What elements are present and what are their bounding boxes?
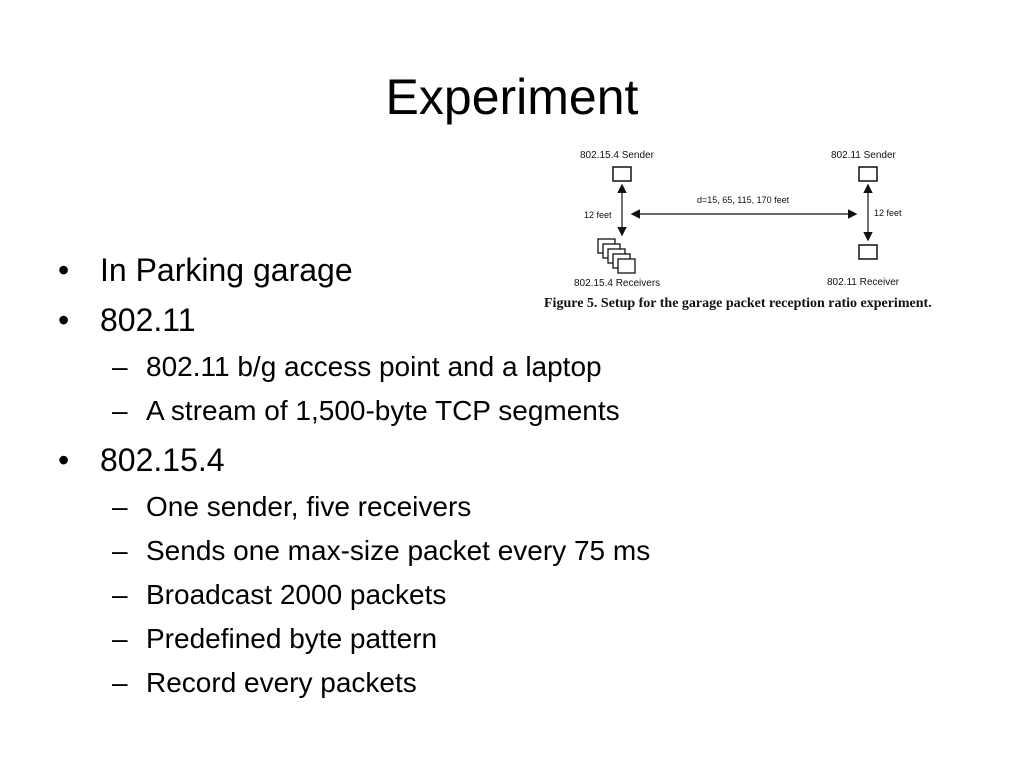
receivers-154-stack (597, 238, 636, 274)
setup-diagram (597, 166, 878, 274)
receiver-11-label: 802.11 Receiver (827, 277, 900, 288)
sub-bullet-item: – Broadcast 2000 packets (56, 573, 650, 617)
sub-bullet-item: – Predefined byte pattern (56, 617, 650, 661)
sub-bullet-text: Record every packets (146, 667, 417, 698)
sub-bullet-item: – One sender, five receivers (56, 485, 650, 529)
sub-bullet-text: One sender, five receivers (146, 491, 472, 522)
distance-label: d=15, 65, 115, 170 feet (697, 195, 790, 205)
bullet-dot: • (58, 252, 70, 288)
sub-bullet-item: – A stream of 1,500-byte TCP segments (56, 389, 650, 433)
sub-bullet-text: Predefined byte pattern (146, 623, 438, 654)
bullet-text: 802.11 (100, 302, 196, 338)
sub-list-container: – 802.11 b/g access point and a laptop –… (56, 345, 650, 433)
bullet-list: • In Parking garage • 802.11 – 802.11 b/… (56, 245, 650, 707)
sub-bullet-dash: – (112, 579, 128, 610)
bullet-item: • 802.15.4 (56, 435, 650, 485)
sub-bullet-text: 802.11 b/g access point and a laptop (146, 351, 602, 382)
bullet-dot: • (58, 442, 70, 478)
sub-list: – One sender, five receivers – Sends one… (56, 485, 650, 705)
sub-bullet-item: – 802.11 b/g access point and a laptop (56, 345, 650, 389)
setup-figure: 802.15.4 Sender 802.11 Sender d=15, 65, … (540, 146, 960, 336)
sub-bullet-dash: – (112, 535, 128, 566)
sub-bullet-text: Sends one max-size packet every 75 ms (146, 535, 651, 566)
bullet-dot: • (58, 302, 70, 338)
sender-154-node (612, 166, 632, 182)
sub-bullet-dash: – (112, 623, 128, 654)
height-label-right: 12 feet (874, 208, 902, 218)
sub-bullet-item: – Sends one max-size packet every 75 ms (56, 529, 650, 573)
sub-bullet-text: A stream of 1,500-byte TCP segments (146, 395, 620, 426)
sender-154-label: 802.15.4 Sender (580, 150, 654, 161)
receiver-154-node (617, 258, 636, 274)
sub-bullet-text: Broadcast 2000 packets (146, 579, 447, 610)
sub-bullet-item: – Record every packets (56, 661, 650, 705)
bullet-text: 802.15.4 (100, 442, 225, 478)
sub-bullet-dash: – (112, 351, 128, 382)
slide-title: Experiment (385, 69, 639, 125)
sub-list-container: – One sender, five receivers – Sends one… (56, 485, 650, 705)
bullet-item: • In Parking garage (56, 245, 650, 295)
receiver-11-node (858, 244, 878, 260)
figure-caption: Figure 5. Setup for the garage packet re… (544, 296, 932, 311)
bullet-text: In Parking garage (100, 252, 353, 288)
sub-bullet-dash: – (112, 667, 128, 698)
receivers-154-label: 802.15.4 Receivers (574, 278, 661, 289)
sender-11-label: 802.11 Sender (831, 150, 896, 161)
height-label-left: 12 feet (584, 210, 612, 220)
sub-bullet-dash: – (112, 491, 128, 522)
sub-list: – 802.11 b/g access point and a laptop –… (56, 345, 650, 433)
sub-bullet-dash: – (112, 395, 128, 426)
bullet-item: • 802.11 (56, 295, 650, 345)
sender-11-node (858, 166, 878, 182)
